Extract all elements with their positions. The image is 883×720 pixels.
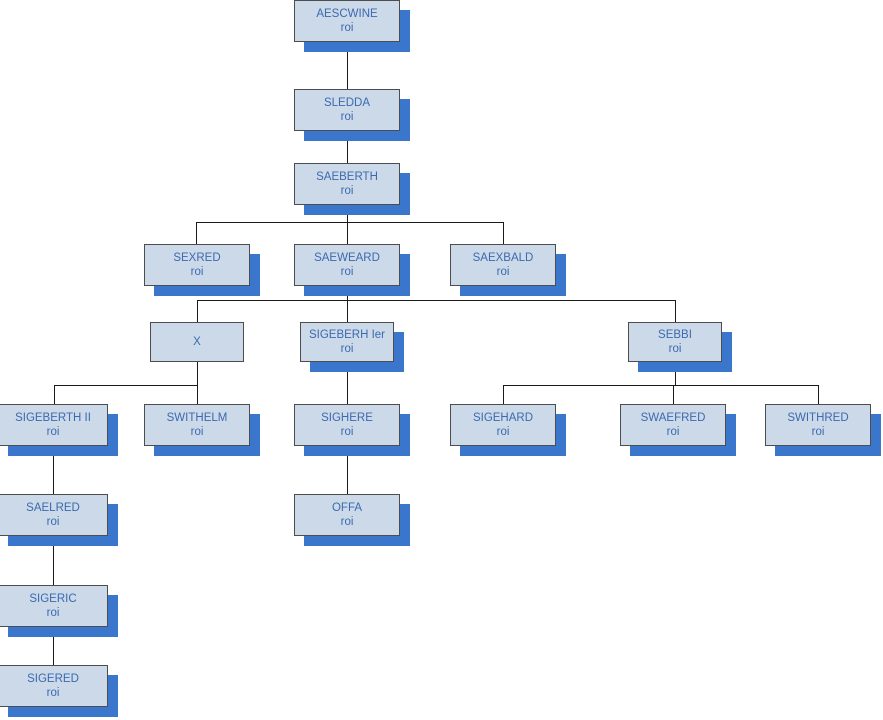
connector-bus-to-saexbald — [503, 222, 504, 244]
person-node-saelred[interactable]: SAELRED roi — [0, 494, 118, 546]
person-node-sledda[interactable]: SLEDDA roi — [294, 89, 410, 141]
person-title: roi — [46, 687, 60, 699]
person-node-swithred[interactable]: SWITHRED roi — [765, 404, 881, 456]
connector-bus-to-saeweard — [347, 222, 348, 244]
connector-sigeric-to-sigered — [53, 627, 54, 665]
person-name: SWITHRED — [787, 411, 849, 424]
node-box[interactable]: SEBBI roi — [628, 322, 722, 362]
person-name: SIGEBERH Ier — [308, 328, 386, 341]
person-title: roi — [46, 607, 60, 619]
person-node-sigeric[interactable]: SIGERIC roi — [0, 585, 118, 637]
person-title: roi — [340, 266, 354, 278]
node-box[interactable]: SIGERED roi — [0, 665, 108, 707]
person-name: SAEXBALD — [472, 251, 534, 264]
connector-x-drop — [197, 362, 198, 385]
node-box[interactable]: SLEDDA roi — [294, 89, 400, 131]
connector-bus-to-sexred — [196, 222, 197, 244]
connector-bus-to-swaefred — [673, 385, 674, 404]
connector-saelred-to-sigeric — [53, 536, 54, 585]
connector-bus-to-sigeberth2 — [54, 385, 55, 404]
person-title: roi — [190, 266, 204, 278]
node-box[interactable]: SIGHERE roi — [294, 404, 400, 446]
person-title: roi — [340, 22, 354, 34]
person-title: roi — [190, 426, 204, 438]
person-node-sexred[interactable]: SEXRED roi — [144, 244, 260, 296]
connector-bus-to-swithelm — [197, 385, 198, 404]
person-name: SEXRED — [173, 251, 221, 264]
person-node-sigeberh1[interactable]: SIGEBERH Ier roi — [300, 322, 404, 372]
connector-bus-to-x — [197, 300, 198, 322]
connector-bus-to-sigeberh1 — [347, 300, 348, 322]
person-title: roi — [811, 426, 825, 438]
node-box[interactable]: SWITHELM roi — [144, 404, 250, 446]
person-name: SAEBERTH — [316, 170, 378, 183]
connector-sebbi-children-bus — [503, 385, 818, 386]
connector-saeberth-children-bus — [196, 222, 504, 223]
person-node-saeberth[interactable]: SAEBERTH roi — [294, 163, 410, 215]
node-box[interactable]: X — [150, 322, 244, 362]
node-box[interactable]: SEXRED roi — [144, 244, 250, 286]
person-name: SEBBI — [658, 328, 692, 341]
person-name: SIGEBERTH II — [15, 411, 91, 424]
person-name: SIGERED — [27, 672, 79, 685]
person-node-swithelm[interactable]: SWITHELM roi — [144, 404, 260, 456]
person-node-sigeberth2[interactable]: SIGEBERTH II roi — [0, 404, 118, 456]
person-name: SWITHELM — [166, 411, 228, 424]
person-title: roi — [496, 426, 510, 438]
node-box[interactable]: SAELRED roi — [0, 494, 108, 536]
person-title: roi — [340, 111, 354, 123]
person-title: roi — [666, 426, 680, 438]
person-node-sighere[interactable]: SIGHERE roi — [294, 404, 410, 456]
connector-bus-to-sigehard — [503, 385, 504, 404]
node-box[interactable]: SWITHRED roi — [765, 404, 871, 446]
person-name: X — [193, 335, 201, 348]
node-box[interactable]: SIGEBERTH II roi — [0, 404, 108, 446]
connector-sledda-to-saeberth — [347, 131, 348, 163]
node-box[interactable]: SAEXBALD roi — [450, 244, 556, 286]
person-name: SIGEHARD — [472, 411, 534, 424]
person-node-sigered[interactable]: SIGERED roi — [0, 665, 118, 717]
person-node-aescwine[interactable]: AESCWINE roi — [294, 0, 410, 52]
person-name: SIGHERE — [321, 411, 373, 424]
person-name: AESCWINE — [316, 7, 378, 20]
person-title: roi — [668, 343, 682, 355]
person-title: roi — [46, 426, 60, 438]
connector-bus-to-swithred — [818, 385, 819, 404]
connector-sighere-to-offa — [347, 446, 348, 494]
node-box[interactable]: SWAEFRED roi — [620, 404, 726, 446]
connector-aescwine-to-sledda — [347, 42, 348, 89]
node-box[interactable]: SIGEHARD roi — [450, 404, 556, 446]
person-title: roi — [496, 266, 510, 278]
person-node-x[interactable]: X — [150, 322, 244, 362]
person-name: SWAEFRED — [640, 411, 706, 424]
person-title: roi — [340, 185, 354, 197]
person-node-sigehard[interactable]: SIGEHARD roi — [450, 404, 566, 456]
person-title: roi — [46, 516, 60, 528]
connector-sigeberth2-to-saelred — [53, 446, 54, 494]
node-box[interactable]: SIGEBERH Ier roi — [300, 322, 394, 362]
node-box[interactable]: SIGERIC roi — [0, 585, 108, 627]
person-name: SIGERIC — [29, 592, 77, 605]
person-title: roi — [340, 516, 354, 528]
person-name: SLEDDA — [323, 96, 371, 109]
person-node-saeweard[interactable]: SAEWEARD roi — [294, 244, 410, 296]
connector-sebbi-drop — [675, 362, 676, 385]
connector-saeweard-children-bus — [197, 300, 675, 301]
person-name: OFFA — [331, 501, 363, 514]
person-title: roi — [340, 343, 354, 355]
person-name: SAEWEARD — [314, 251, 380, 264]
node-box[interactable]: SAEWEARD roi — [294, 244, 400, 286]
person-node-sebbi[interactable]: SEBBI roi — [628, 322, 732, 372]
connector-x-children-bus — [54, 385, 198, 386]
person-title: roi — [340, 426, 354, 438]
node-box[interactable]: SAEBERTH roi — [294, 163, 400, 205]
node-box[interactable]: OFFA roi — [294, 494, 400, 536]
person-node-offa[interactable]: OFFA roi — [294, 494, 410, 546]
connector-sigeberh1-to-sighere — [347, 362, 348, 404]
node-box[interactable]: AESCWINE roi — [294, 0, 400, 42]
person-node-swaefred[interactable]: SWAEFRED roi — [620, 404, 736, 456]
person-name: SAELRED — [26, 501, 80, 514]
connector-bus-to-sebbi — [675, 300, 676, 322]
person-node-saexbald[interactable]: SAEXBALD roi — [450, 244, 566, 296]
